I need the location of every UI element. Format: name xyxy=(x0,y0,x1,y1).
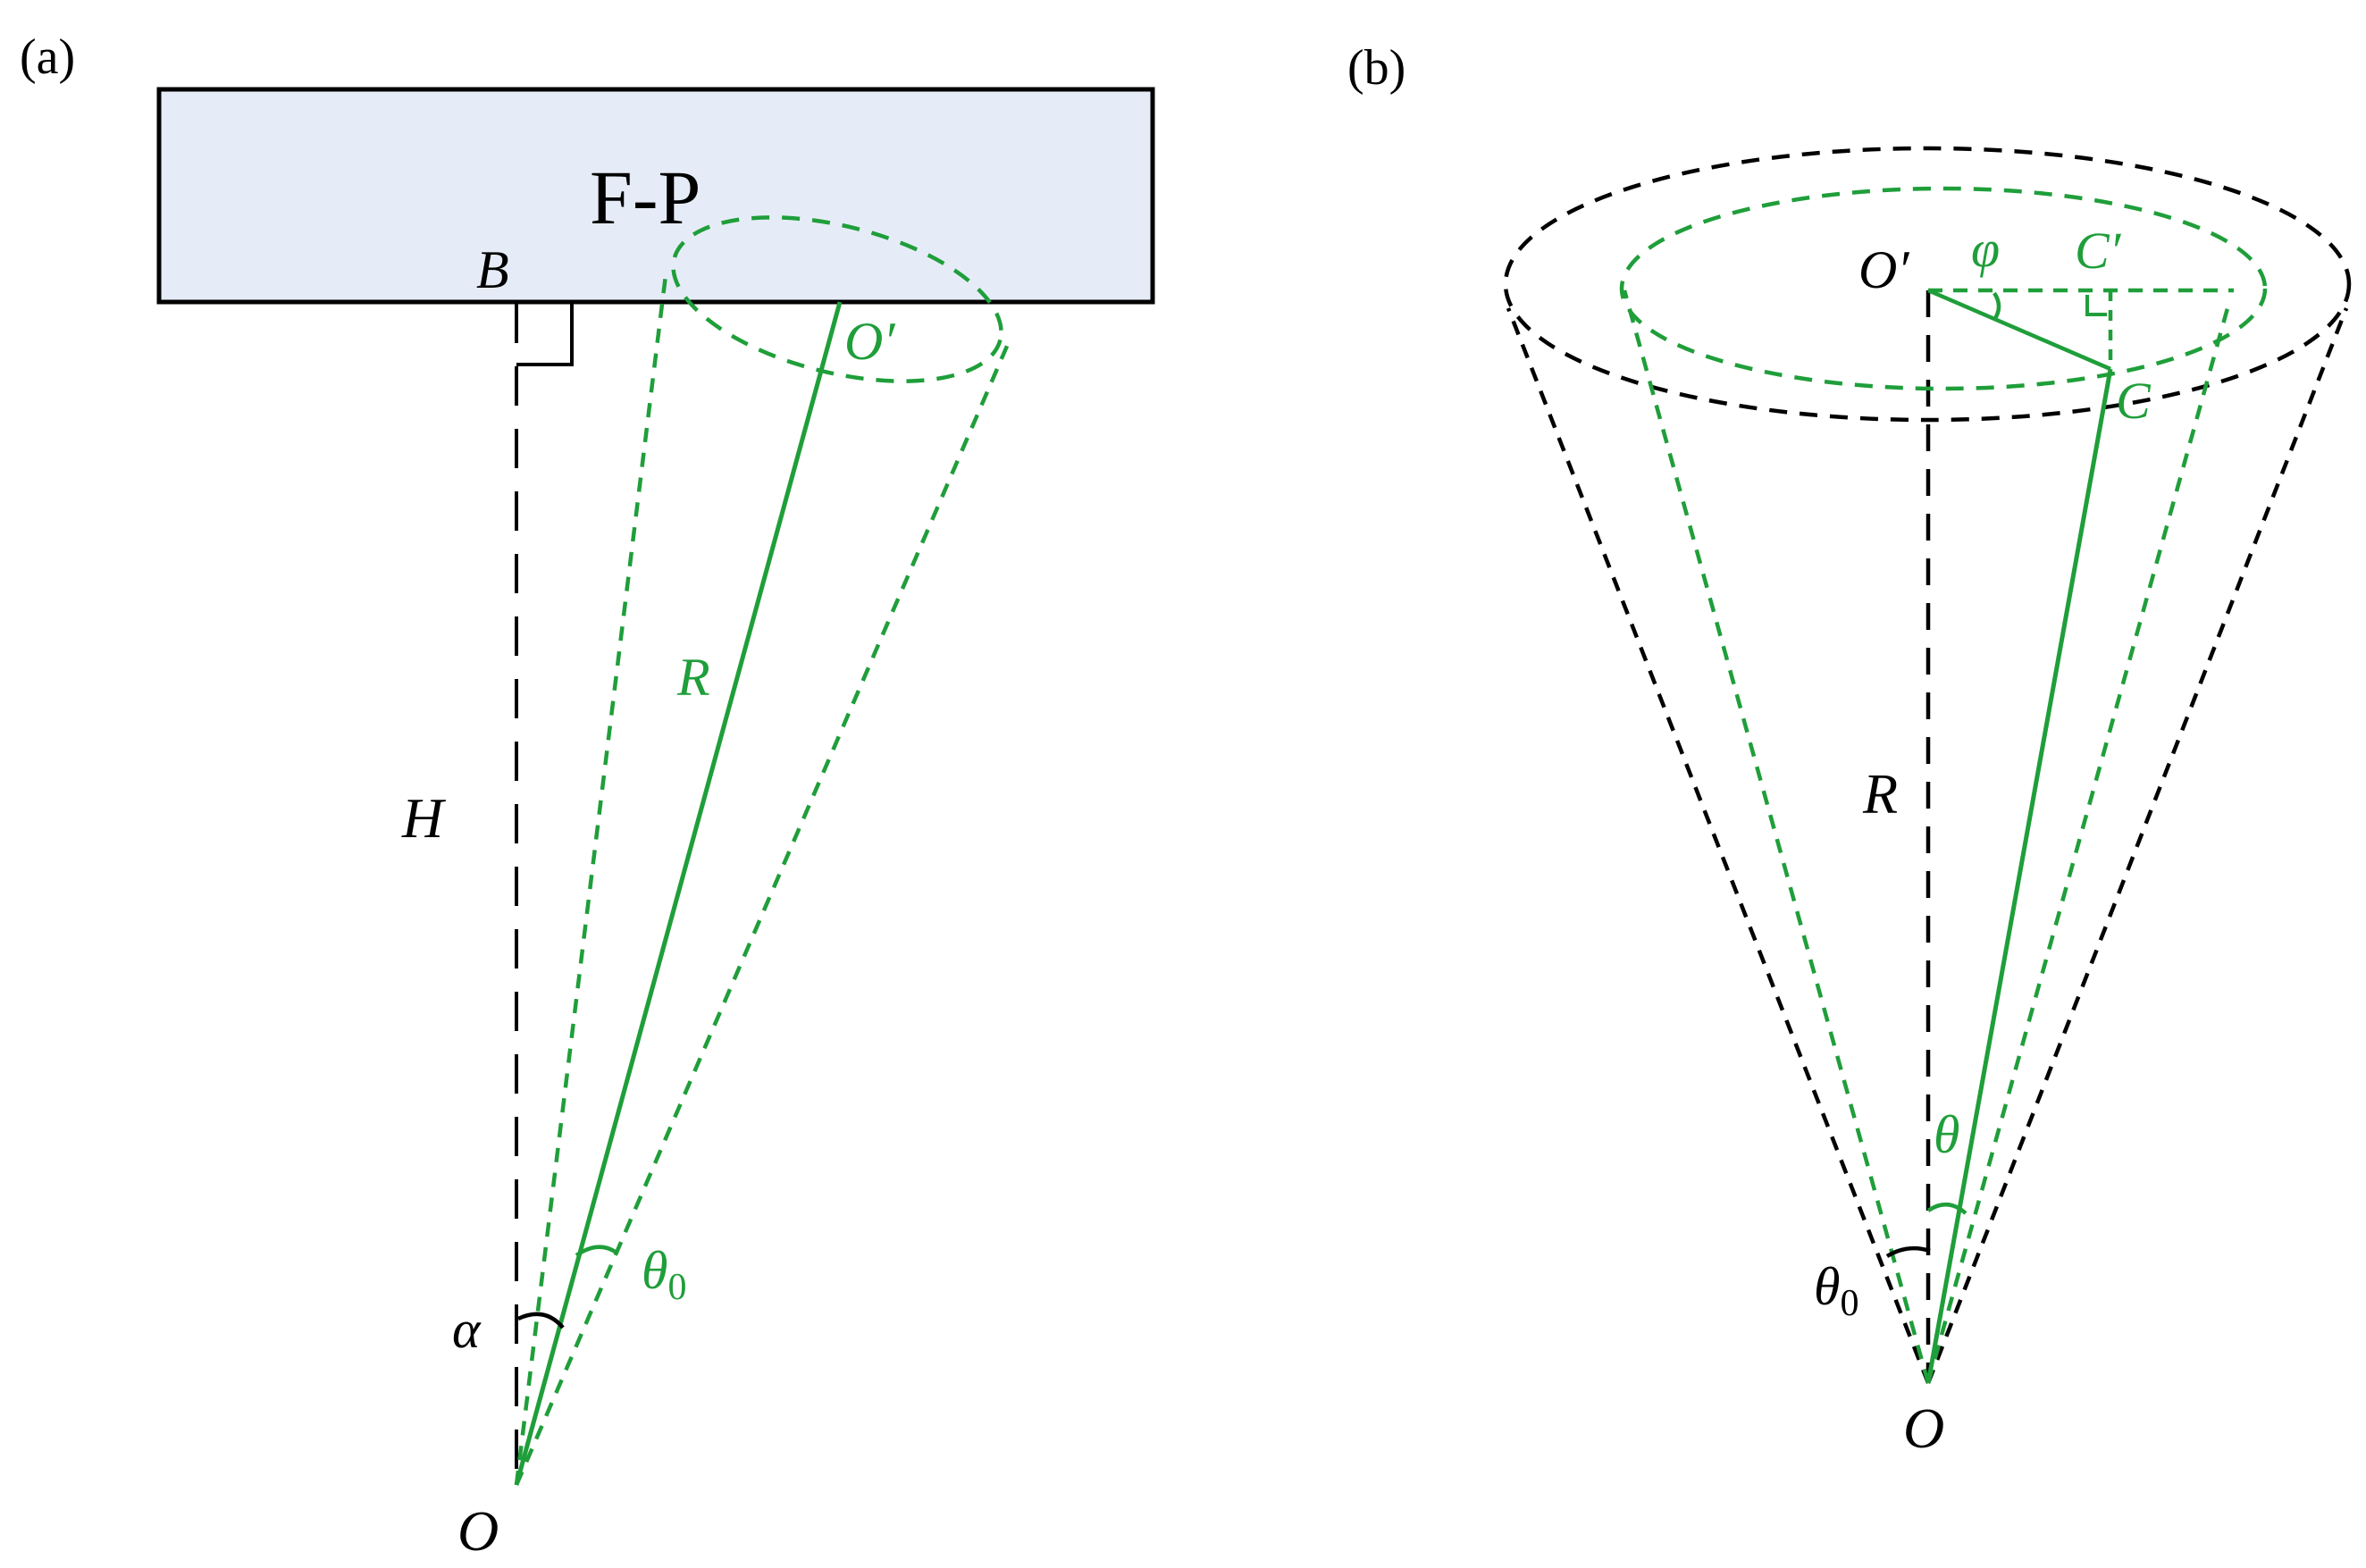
label-b: B xyxy=(476,240,509,299)
label-o-prime-b: O′ xyxy=(1858,240,1909,299)
label-r-b: R xyxy=(1862,762,1898,826)
label-theta-b: θ xyxy=(1934,1105,1959,1164)
label-c-prime: C′ xyxy=(2075,222,2122,280)
cone-right-edge xyxy=(514,343,1011,1486)
panel-a: (a) F-P B O′ R H θ0 α O xyxy=(20,29,1155,1563)
cone-left-edge xyxy=(514,274,668,1486)
label-o-b: O xyxy=(1903,1396,1944,1460)
outer-cone-base xyxy=(1503,146,2352,423)
label-phi: φ xyxy=(1971,220,2000,278)
fp-plate xyxy=(156,87,1155,305)
inner-cone-left-edge xyxy=(1622,289,1931,1384)
inner-cone-right-edge xyxy=(1926,307,2230,1384)
theta0-arc-b xyxy=(1885,1245,1931,1258)
alpha-arc xyxy=(517,1312,565,1329)
right-angle-marker-b xyxy=(516,304,574,366)
label-o-a: O xyxy=(457,1499,499,1563)
outer-cone-left-edge xyxy=(1506,307,1931,1384)
axis-o-to-c xyxy=(1926,368,2113,1384)
cone-axis-r xyxy=(514,301,843,1486)
label-alpha: α xyxy=(452,1300,482,1359)
label-o-prime-a: O′ xyxy=(844,312,895,371)
outer-cone-right-edge xyxy=(1926,307,2349,1384)
panel-b: (b) O′ φ C′ C R θ θ0 O xyxy=(1347,40,2352,1460)
label-r-a: R xyxy=(676,648,710,707)
panel-a-tag: (a) xyxy=(20,29,75,85)
theta0-arc xyxy=(575,1245,618,1257)
fp-plate-label: F-P xyxy=(590,155,701,240)
phi-arc xyxy=(1993,291,2001,322)
inner-cone-base xyxy=(1619,186,2268,391)
right-angle-marker-c-prime xyxy=(2085,295,2107,316)
radius-line-to-c xyxy=(1927,288,2111,372)
label-theta0-b: θ0 xyxy=(1814,1257,1858,1324)
label-theta0-a: θ0 xyxy=(642,1241,686,1308)
label-c: C xyxy=(2116,372,2152,430)
panel-b-tag: (b) xyxy=(1347,40,1405,96)
theta-arc xyxy=(1926,1203,1967,1215)
label-h: H xyxy=(401,786,447,850)
